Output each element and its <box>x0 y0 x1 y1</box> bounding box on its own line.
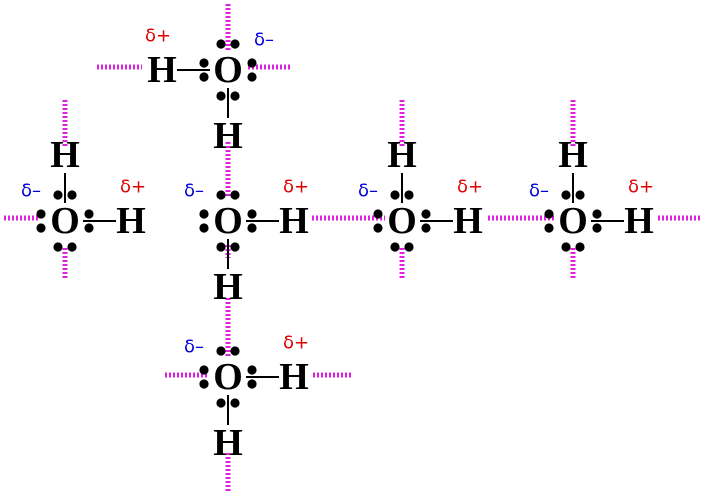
electron-dot <box>216 242 226 252</box>
electron-dot <box>53 242 63 252</box>
oxygen-atom: O <box>213 200 243 242</box>
electron-dot <box>247 365 257 375</box>
electron-dot <box>216 346 226 356</box>
electron-dot <box>247 379 257 389</box>
electron-dot <box>53 190 63 200</box>
electron-dot <box>421 223 431 233</box>
electron-dot <box>67 242 77 252</box>
delta-minus-label: δ– <box>21 181 41 202</box>
electron-dot <box>199 72 209 82</box>
delta-plus-label: δ+ <box>283 333 309 354</box>
electron-dot <box>373 209 383 219</box>
electron-dot <box>84 209 94 219</box>
electron-dot <box>36 209 46 219</box>
electron-dot <box>199 223 209 233</box>
electron-dot <box>247 58 257 68</box>
oxygen-atom: O <box>213 356 243 398</box>
electron-dot <box>373 223 383 233</box>
electron-dot <box>575 242 585 252</box>
electron-dot <box>404 242 414 252</box>
electron-dot <box>230 346 240 356</box>
hydrogen-atom: H <box>624 200 654 242</box>
hydrogen-atom: H <box>116 200 146 242</box>
electron-dot <box>421 209 431 219</box>
electron-dot <box>561 242 571 252</box>
oxygen-atom: O <box>387 200 417 242</box>
electron-dot <box>230 91 240 101</box>
electron-dot <box>36 223 46 233</box>
electron-dot <box>247 72 257 82</box>
delta-minus-label: δ– <box>254 30 274 51</box>
hydrogen-atom: H <box>279 200 309 242</box>
electron-dot <box>216 39 226 49</box>
electron-dot <box>247 209 257 219</box>
oxygen-atom: O <box>213 49 243 91</box>
hydrogen-atom: H <box>558 134 588 176</box>
electron-dot <box>199 365 209 375</box>
hydrogen-atom: H <box>387 134 417 176</box>
molecule-layer: OHHδ+δ–OHHδ+δ–OHHδ+δ–OHHδ+δ–OHHδ+δ–OHHδ+… <box>21 26 654 465</box>
oxygen-atom: O <box>558 200 588 242</box>
electron-dot <box>247 223 257 233</box>
electron-dot <box>216 190 226 200</box>
hydrogen-atom: H <box>213 266 243 308</box>
electron-dot <box>67 190 77 200</box>
delta-minus-label: δ– <box>358 181 378 202</box>
delta-plus-label: δ+ <box>145 26 171 47</box>
electron-dot <box>561 190 571 200</box>
electron-dot <box>230 398 240 408</box>
electron-dot <box>592 209 602 219</box>
electron-dot <box>592 223 602 233</box>
electron-dot <box>404 190 414 200</box>
hydrogen-bond-layer <box>4 4 700 492</box>
delta-minus-label: δ– <box>184 181 204 202</box>
delta-minus-label: δ– <box>184 337 204 358</box>
delta-plus-label: δ+ <box>120 177 146 198</box>
delta-plus-label: δ+ <box>457 177 483 198</box>
electron-dot <box>216 398 226 408</box>
electron-dot <box>544 209 554 219</box>
electron-dot <box>230 242 240 252</box>
electron-dot <box>575 190 585 200</box>
delta-plus-label: δ+ <box>628 177 654 198</box>
electron-dot <box>230 39 240 49</box>
electron-dot <box>216 91 226 101</box>
hydrogen-atom: H <box>50 134 80 176</box>
hydrogen-atom: H <box>213 115 243 157</box>
oxygen-atom: O <box>50 200 80 242</box>
electron-dot <box>199 58 209 68</box>
hydrogen-atom: H <box>279 356 309 398</box>
delta-minus-label: δ– <box>529 181 549 202</box>
electron-dot <box>199 209 209 219</box>
electron-dot <box>390 242 400 252</box>
hydrogen-atom: H <box>213 422 243 464</box>
electron-dot <box>84 223 94 233</box>
hydrogen-atom: H <box>453 200 483 242</box>
electron-dot <box>390 190 400 200</box>
delta-plus-label: δ+ <box>283 177 309 198</box>
electron-dot <box>230 190 240 200</box>
electron-dot <box>544 223 554 233</box>
electron-dot <box>199 379 209 389</box>
hydrogen-atom: H <box>147 49 177 91</box>
